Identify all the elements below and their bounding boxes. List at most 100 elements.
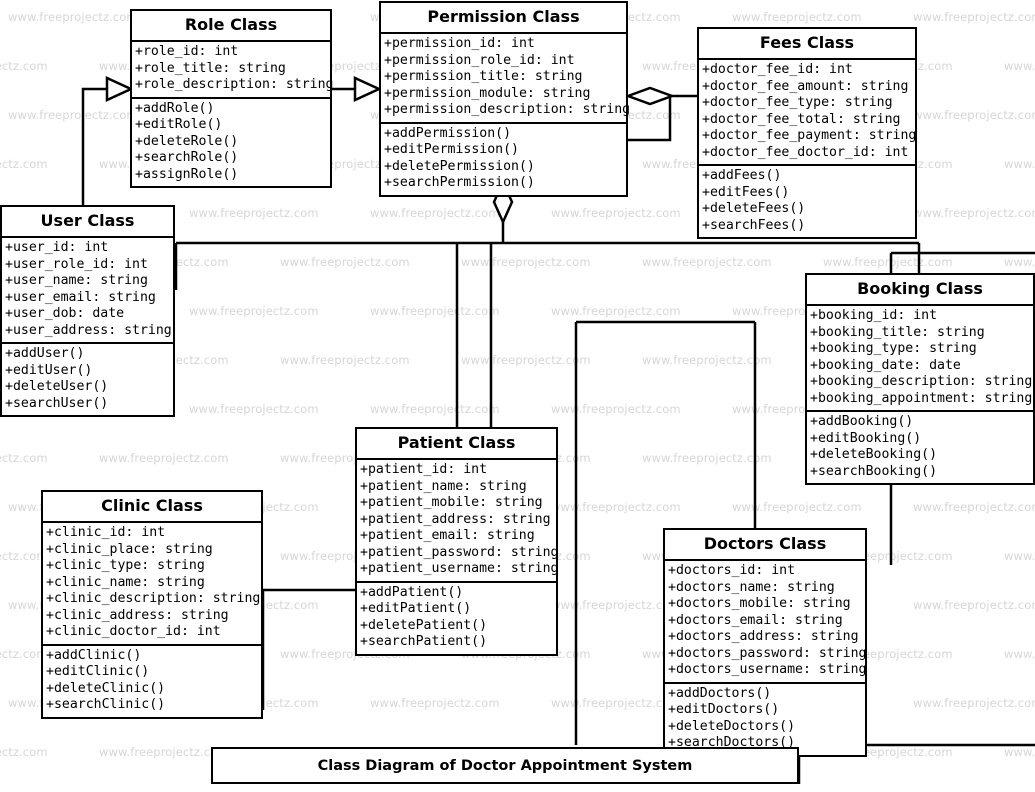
watermark-text: www.freeprojectz.com — [1004, 647, 1035, 661]
class-title-patient: Patient Class — [357, 429, 556, 461]
attribute-row: +permission_description: string — [384, 102, 631, 118]
watermark-text: www.freeprojectz.com — [1004, 255, 1035, 269]
method-row: +editRole() — [135, 117, 223, 133]
method-row: +deleteDoctors() — [668, 718, 796, 734]
watermark-text: www.freeprojectz.com — [0, 745, 48, 759]
method-row: +addBooking() — [810, 414, 914, 430]
watermark-text: www.freeprojectz.com — [370, 696, 500, 710]
attribute-row: +booking_id: int — [810, 308, 938, 324]
class-attributes-patient: +patient_id: int +patient_name: string +… — [357, 460, 559, 583]
watermark-text: www.freeprojectz.com — [913, 598, 1035, 612]
watermark-text: www.freeprojectz.com — [642, 255, 772, 269]
method-row: +searchPatient() — [360, 634, 488, 650]
attribute-row: +user_role_id: int — [5, 256, 148, 272]
watermark-text: www.freeprojectz.com — [551, 500, 681, 514]
class-attributes-permission: +permission_id: int +permission_role_id:… — [381, 34, 631, 124]
method-row: +addDoctors() — [668, 685, 772, 701]
method-row: +deleteFees() — [702, 201, 806, 217]
watermark-text: www.freeprojectz.com — [1004, 157, 1035, 171]
attribute-row: +patient_username: string — [360, 561, 559, 577]
attribute-row: +user_dob: date — [5, 306, 125, 322]
method-row: +deleteUser() — [5, 379, 109, 395]
watermark-text: www.freeprojectz.com — [913, 206, 1035, 220]
attribute-row: +permission_title: string — [384, 69, 583, 85]
attribute-row: +clinic_type: string — [46, 558, 205, 574]
method-row: +searchUser() — [5, 395, 109, 411]
attribute-row: +user_email: string — [5, 289, 156, 305]
attribute-row: +permission_module: string — [384, 85, 591, 101]
diagram-caption-box: Class Diagram of Doctor Appointment Syst… — [211, 747, 799, 784]
method-row: +addClinic() — [46, 647, 142, 663]
watermark-text: www.freeprojectz.com — [913, 108, 1035, 122]
attribute-row: +doctor_fee_doctor_id: int — [702, 144, 909, 160]
method-row: +editPermission() — [384, 142, 519, 158]
watermark-text: www.freeprojectz.com — [99, 451, 229, 465]
watermark-text: www.freeprojectz.com — [189, 206, 319, 220]
method-row: +searchPermission() — [384, 175, 535, 191]
watermark-text: www.freeprojectz.com — [551, 402, 681, 416]
class-methods-patient: +addPatient() +editPatient() +deletePati… — [357, 583, 556, 654]
class-methods-permission: +addPermission() +editPermission() +dele… — [381, 124, 626, 195]
method-row: +editPatient() — [360, 601, 472, 617]
method-row: +editUser() — [5, 362, 93, 378]
watermark-text: www.freeprojectz.com — [732, 500, 862, 514]
method-row: +searchDoctors() — [668, 735, 796, 751]
relationship-role-to-permission — [332, 76, 383, 102]
class-attributes-clinic: +clinic_id: int +clinic_place: string +c… — [43, 523, 261, 646]
diagram-caption-text: Class Diagram of Doctor Appointment Syst… — [317, 757, 693, 774]
watermark-text: www.freeprojectz.com — [642, 451, 772, 465]
attribute-row: +permission_id: int — [384, 36, 535, 52]
method-row: +editBooking() — [810, 430, 922, 446]
class-methods-role: +addRole() +editRole() +deleteRole() +se… — [132, 99, 330, 187]
method-row: +deleteRole() — [135, 133, 239, 149]
method-row: +searchRole() — [135, 150, 239, 166]
class-box-role[interactable]: Role Class +role_id: int +role_title: st… — [130, 9, 334, 189]
watermark-text: www.freeprojectz.com — [280, 353, 410, 367]
attribute-row: +role_id: int — [135, 44, 239, 60]
attribute-row: +clinic_name: string — [46, 574, 205, 590]
method-row: +addPatient() — [360, 584, 464, 600]
method-row: +deletePermission() — [384, 158, 535, 174]
class-box-patient[interactable]: Patient Class +patient_id: int +patient_… — [355, 427, 559, 656]
method-row: +deletePatient() — [360, 617, 488, 633]
class-box-booking[interactable]: Booking Class +booking_id: int +booking_… — [805, 273, 1035, 486]
class-attributes-doctors: +doctors_id: int +doctors_name: string +… — [665, 561, 867, 684]
class-box-permission[interactable]: Permission Class +permission_id: int +pe… — [379, 1, 631, 197]
class-attributes-role: +role_id: int +role_title: string +role_… — [132, 42, 334, 99]
watermark-text: www.freeprojectz.com — [0, 451, 48, 465]
attribute-row: +patient_password: string — [360, 544, 559, 560]
attribute-row: +role_title: string — [135, 60, 286, 76]
watermark-text: www.freeprojectz.com — [913, 10, 1035, 24]
watermark-text: www.freeprojectz.com — [0, 157, 48, 171]
class-methods-fees: +addFees() +editFees() +deleteFees() +se… — [699, 166, 915, 237]
watermark-text: www.freeprojectz.com — [551, 598, 681, 612]
watermark-text: www.freeprojectz.com — [370, 304, 500, 318]
watermark-text: www.freeprojectz.com — [551, 696, 681, 710]
class-title-doctors: Doctors Class — [665, 530, 865, 562]
watermark-text: www.freeprojectz.com — [370, 206, 500, 220]
method-row: +deleteClinic() — [46, 680, 166, 696]
watermark-text: www.freeprojectz.com — [1004, 59, 1035, 73]
attribute-row: +user_name: string — [5, 273, 148, 289]
class-methods-doctors: +addDoctors() +editDoctors() +deleteDoct… — [665, 684, 865, 755]
class-box-clinic[interactable]: Clinic Class +clinic_id: int +clinic_pla… — [41, 490, 263, 719]
attribute-row: +clinic_address: string — [46, 607, 229, 623]
attribute-row: +doctor_fee_type: string — [702, 95, 893, 111]
class-attributes-user: +user_id: int +user_role_id: int +user_n… — [2, 238, 173, 345]
attribute-row: +doctors_password: string — [668, 645, 867, 661]
method-row: +searchClinic() — [46, 697, 166, 713]
attribute-row: +patient_name: string — [360, 478, 527, 494]
method-row: +searchFees() — [702, 217, 806, 233]
method-row: +editFees() — [702, 184, 790, 200]
relationship-user-to-role — [81, 76, 135, 212]
class-attributes-fees: +doctor_fee_id: int +doctor_fee_amount: … — [699, 60, 916, 167]
relationship-permission-to-fees — [624, 86, 697, 142]
class-title-user: User Class — [2, 207, 173, 239]
attribute-row: +clinic_place: string — [46, 541, 213, 557]
class-box-fees[interactable]: Fees Class +doctor_fee_id: int +doctor_f… — [697, 27, 917, 240]
method-row: +assignRole() — [135, 166, 239, 182]
class-box-doctors[interactable]: Doctors Class +doctors_id: int +doctors_… — [663, 528, 867, 757]
class-box-user[interactable]: User Class +user_id: int +user_role_id: … — [0, 205, 175, 418]
attribute-row: +doctors_id: int — [668, 563, 796, 579]
